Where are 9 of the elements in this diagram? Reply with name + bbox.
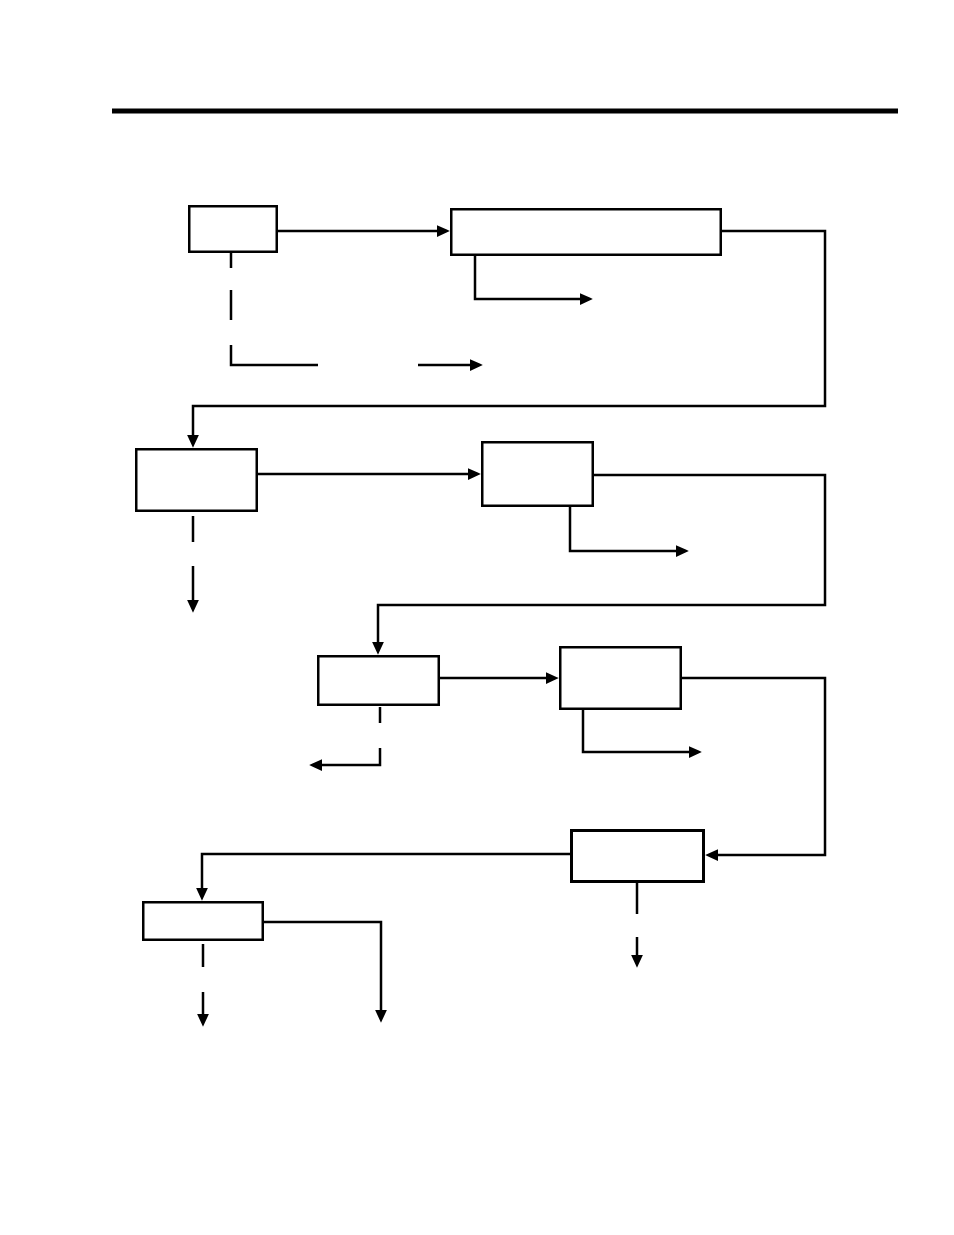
arrow xyxy=(682,676,827,861)
process-box xyxy=(481,441,594,507)
process-box xyxy=(135,448,258,512)
process-box xyxy=(317,655,440,706)
process-box xyxy=(450,208,722,256)
process-box xyxy=(559,646,682,710)
process-box xyxy=(188,205,278,253)
process-box xyxy=(142,901,264,941)
process-box xyxy=(570,829,705,883)
